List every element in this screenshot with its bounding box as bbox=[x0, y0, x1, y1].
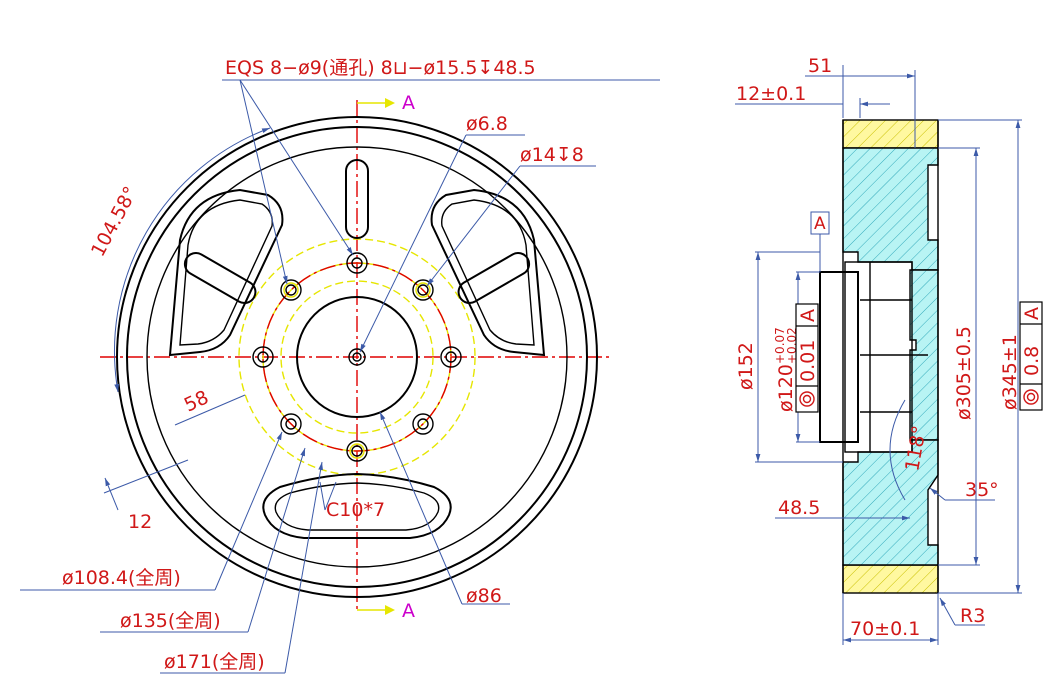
bolt-hole bbox=[346, 440, 368, 462]
radius-r3: R3 bbox=[960, 605, 985, 627]
concentricity-icon bbox=[799, 391, 815, 407]
section-dimensions bbox=[735, 65, 1022, 645]
wheel-section-upper bbox=[842, 147, 939, 271]
bolt-hole bbox=[280, 413, 302, 435]
front-view: A A EQS 8−ø9(通孔) 8⊔−ø15.5↧48 bbox=[20, 57, 660, 674]
dim-345-group: ø345±1 0.8 A bbox=[999, 301, 1043, 411]
center-hole bbox=[352, 352, 362, 362]
bolt-circle bbox=[262, 262, 452, 452]
d135-callout: ø135(全周) bbox=[120, 610, 221, 632]
datum-label: A bbox=[814, 214, 826, 234]
concentricity-icon bbox=[1023, 389, 1039, 405]
datum-box bbox=[810, 211, 830, 235]
dim-120-group: ø120 +0.07 +0.02 0.01 A bbox=[773, 303, 819, 413]
dim-120-tol-upper: +0.07 bbox=[773, 327, 787, 364]
dim-12: 12±0.1 bbox=[736, 83, 806, 105]
dim-70: 70±0.1 bbox=[850, 618, 920, 640]
window-bottom bbox=[262, 472, 452, 539]
tol-120-value: 0.01 bbox=[797, 340, 819, 382]
angle-callout: 104.58° bbox=[87, 183, 142, 260]
tol-345-value: 0.8 bbox=[1021, 346, 1043, 376]
d86-callout: ø86 bbox=[466, 585, 502, 607]
hub-flange bbox=[819, 271, 859, 443]
bolt-hole bbox=[440, 346, 462, 368]
section-label-top: A bbox=[402, 92, 415, 114]
dim-152: ø152 bbox=[735, 342, 757, 390]
bolt-hole bbox=[280, 279, 302, 301]
dim-345: ø345±1 bbox=[999, 334, 1021, 410]
bolt-hole bbox=[346, 252, 368, 274]
window-upper-right bbox=[430, 188, 546, 357]
dim-120: ø120 bbox=[775, 364, 797, 412]
tapped-hole-callout: ø14↧8 bbox=[520, 144, 584, 166]
slot-top bbox=[345, 159, 369, 239]
d108-callout: ø108.4(全周) bbox=[62, 567, 181, 589]
bolt-hole bbox=[412, 279, 434, 301]
rim-top-hatch bbox=[842, 119, 939, 149]
d171-callout: ø171(全周) bbox=[164, 651, 265, 673]
slot-lower-right bbox=[457, 252, 531, 305]
bolt-hole bbox=[412, 413, 434, 435]
section-label-bottom: A bbox=[402, 600, 415, 622]
rim-bottom-hatch bbox=[842, 564, 939, 594]
spoke-width-callout: 12 bbox=[128, 511, 152, 533]
tol-120-datum: A bbox=[797, 309, 819, 322]
window-upper-left bbox=[168, 188, 284, 357]
section-view: A 51 12±0.1 ø152 ø120 +0.07 +0.02 0.01 A… bbox=[735, 55, 1043, 645]
dim-305: ø305±0.5 bbox=[953, 326, 975, 420]
center-hole-outer bbox=[348, 348, 366, 366]
hidden-circle-108 bbox=[280, 280, 434, 434]
chamfer-callout: C10*7 bbox=[326, 499, 385, 521]
dim-48: 48.5 bbox=[778, 497, 820, 519]
section-arrow-icon bbox=[357, 98, 395, 615]
tol-345-datum: A bbox=[1021, 307, 1043, 320]
eqs-holes-callout: EQS 8−ø9(通孔) 8⊔−ø15.5↧48.5 bbox=[225, 57, 536, 79]
spoke-dim-callout: 58 bbox=[181, 386, 212, 416]
dim-51: 51 bbox=[808, 55, 832, 77]
callout-leaders bbox=[20, 79, 660, 674]
hub-bore bbox=[296, 296, 418, 418]
center-hole-callout: ø6.8 bbox=[466, 113, 508, 135]
angle-35: 35° bbox=[965, 479, 999, 501]
